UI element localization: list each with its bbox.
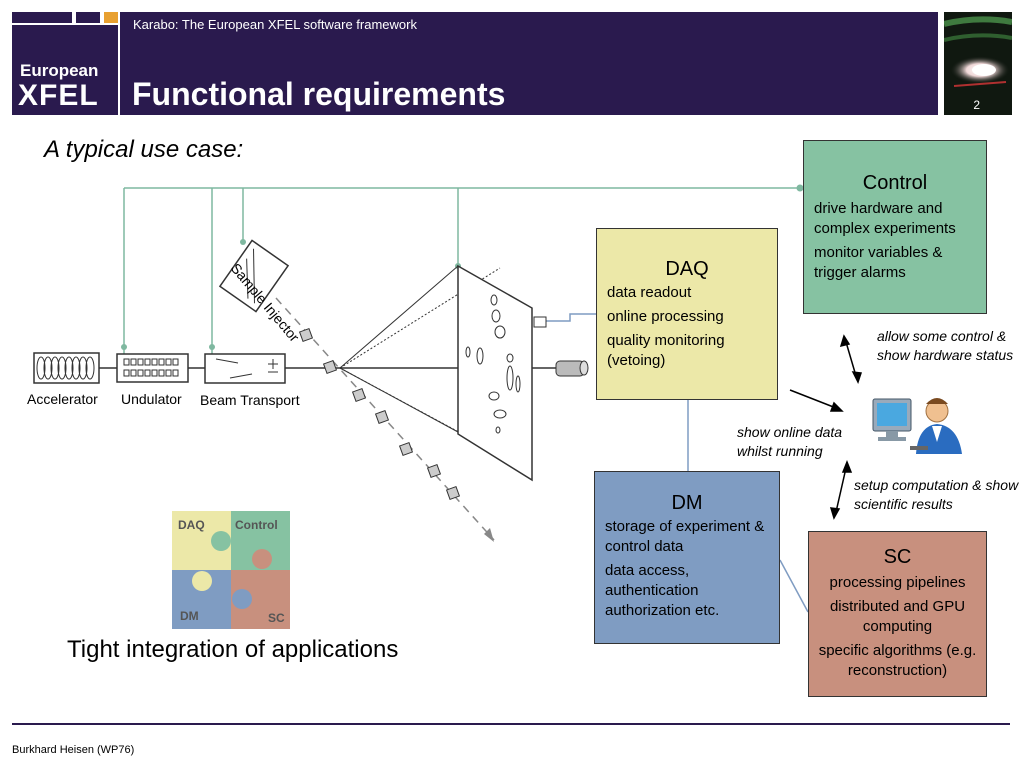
dm-box: DM storage of experiment & control data … [594, 471, 780, 644]
sample-injector-graphic [218, 239, 290, 313]
logo-line2: XFEL [18, 79, 99, 112]
daq-item: data readout [607, 284, 692, 301]
daq-box: DAQ data readout online processing quali… [596, 228, 778, 400]
control-item: monitor variables & trigger alarms [814, 244, 943, 281]
logo-line1: European [20, 61, 99, 80]
header-banner [120, 12, 938, 115]
control-item: drive hardware and complex experiments [814, 200, 956, 237]
accelerator-graphic [33, 352, 100, 384]
tight-integration-caption: Tight integration of applications [67, 636, 399, 663]
particles [298, 327, 461, 501]
logo-square [76, 12, 100, 23]
detector-graphic [457, 264, 533, 482]
sc-item: processing pipelines [829, 574, 966, 591]
slide-title: Functional requirements [132, 76, 506, 112]
dm-title: DM [671, 492, 703, 514]
sc-title: SC [883, 546, 912, 568]
accelerator-label: Accelerator [27, 391, 98, 407]
stream-arrowhead [484, 528, 494, 542]
data-links [546, 313, 809, 613]
daq-item: quality monitoring (vetoing) [607, 332, 725, 369]
sc-item: distributed and GPU computing [829, 598, 966, 635]
note-allow-control: allow some control & show hardware statu… [877, 328, 1014, 363]
logo-square-accent [104, 12, 118, 23]
logo-square [12, 12, 72, 23]
dm-item: storage of experiment & control data [605, 518, 765, 555]
readout-port [533, 316, 547, 328]
user-workstation-icon [872, 398, 962, 454]
control-title: Control [862, 172, 928, 194]
puzzle-label-daq: DAQ [178, 518, 205, 532]
arrows [789, 334, 863, 520]
puzzle-label-sc: SC [268, 611, 285, 625]
dm-item: data access, authentication authorizatio… [605, 562, 720, 619]
undulator-label: Undulator [121, 391, 182, 407]
puzzle-label-dm: DM [180, 609, 199, 623]
undulator-graphic [116, 353, 189, 383]
beam-photo-graphic [944, 12, 1012, 115]
beam-transport-label: Beam Transport [200, 392, 300, 408]
sc-box: SC processing pipelines distributed and … [808, 531, 987, 697]
connector-lines [123, 187, 800, 354]
note-show-online: show online data whilst running [737, 424, 843, 459]
control-box: Control drive hardware and complex exper… [803, 140, 987, 314]
slide-number: 2 [973, 98, 980, 112]
xfel-logo: European XFEL [12, 25, 118, 115]
beam-photo [944, 12, 1012, 115]
particle-stream [275, 297, 495, 541]
beam-dump-graphic [555, 360, 589, 377]
daq-item: online processing [607, 308, 724, 325]
use-case-heading: A typical use case: [44, 136, 244, 163]
footer-author: Burkhard Heisen (WP76) [12, 744, 135, 756]
puzzle-label-control: Control [235, 518, 278, 532]
note-setup-computation: setup computation & show scientific resu… [854, 477, 1019, 512]
puzzle-graphic [172, 511, 290, 629]
footer-divider [12, 723, 1010, 725]
daq-title: DAQ [665, 258, 709, 280]
beam-transport-graphic [204, 353, 286, 384]
sc-item: specific algorithms (e.g. reconstruction… [818, 642, 977, 679]
presentation-caption: Karabo: The European XFEL software frame… [133, 17, 417, 32]
